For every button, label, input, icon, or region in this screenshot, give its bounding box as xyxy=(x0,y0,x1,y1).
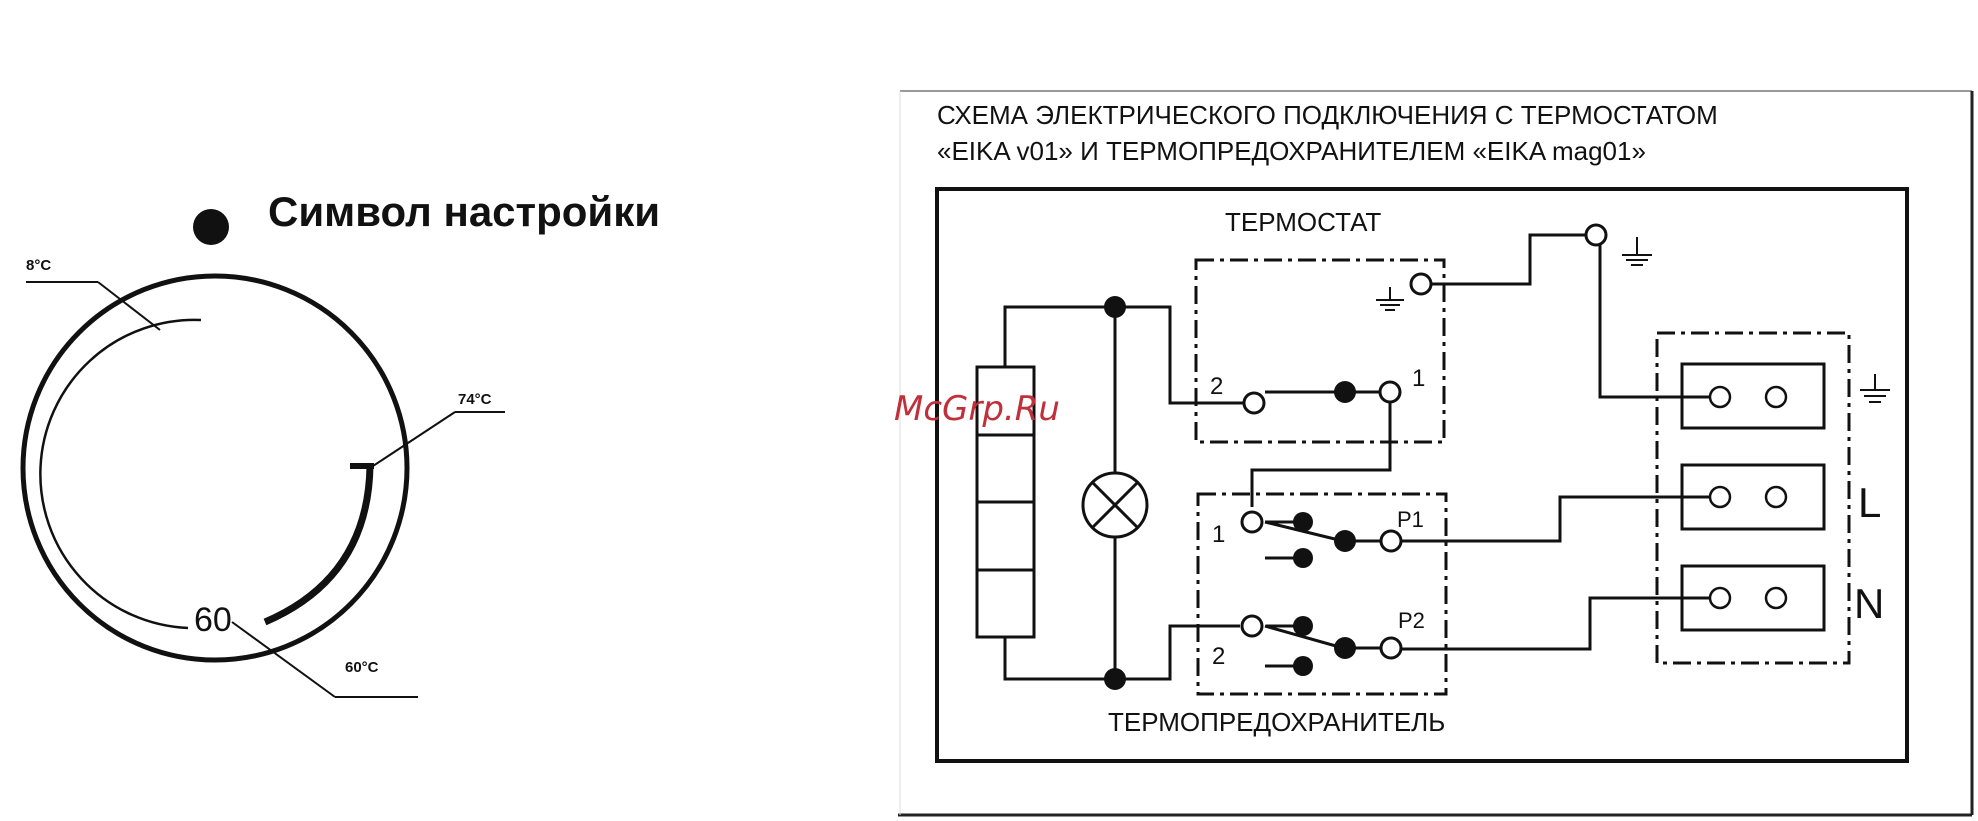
schematic-title-line1: СХЕМА ЭЛЕКТРИЧЕСКОГО ПОДКЛЮЧЕНИЯ С ТЕРМО… xyxy=(937,100,1718,130)
terminal-label-N: N xyxy=(1854,580,1884,627)
wiring-schematic: СХЕМА ЭЛЕКТРИЧЕСКОГО ПОДКЛЮЧЕНИЯ С ТЕРМО… xyxy=(898,91,1972,815)
fuse-pin-p1: P1 xyxy=(1397,507,1424,532)
ground-symbol-main xyxy=(1622,237,1652,265)
thermostat-box xyxy=(1196,260,1444,442)
ground-symbol-thermostat xyxy=(1376,287,1404,310)
thermostat-dial: Символ настройки 8°C 74°C 60 60°C xyxy=(23,188,660,697)
leader-line-74c-diag xyxy=(370,412,455,468)
dial-scale-value: 60 xyxy=(194,601,232,639)
label-74c: 74°C xyxy=(458,391,492,408)
ground-symbol-terminal xyxy=(1860,374,1890,402)
terminal-label-L: L xyxy=(1858,479,1881,526)
schematic-title-line2: «EIKA v01» И ТЕРМОПРЕДОХРАНИТЕЛЕМ «EIKA … xyxy=(937,136,1646,166)
setting-mark-dot xyxy=(193,209,229,245)
fuse-pin-p2: P2 xyxy=(1398,608,1425,633)
label-8c: 8°C xyxy=(26,257,51,274)
thermostat-label: ТЕРМОСТАТ xyxy=(1225,207,1381,237)
fuse-label: ТЕРМОПРЕДОХРАНИТЕЛЬ xyxy=(1108,707,1445,737)
label-60c: 60°C xyxy=(345,659,379,676)
fuse-pin-2: 2 xyxy=(1212,643,1225,670)
dial-scale-arc-thin xyxy=(40,320,201,628)
dial-title: Символ настройки xyxy=(268,188,660,235)
indicator-lamp xyxy=(1083,473,1147,537)
fuse-pin-1: 1 xyxy=(1212,521,1225,548)
thermostat-pin-2: 2 xyxy=(1210,373,1223,400)
watermark: McGrp.Ru xyxy=(894,389,1060,429)
thermostat-pin-1: 1 xyxy=(1412,365,1425,392)
